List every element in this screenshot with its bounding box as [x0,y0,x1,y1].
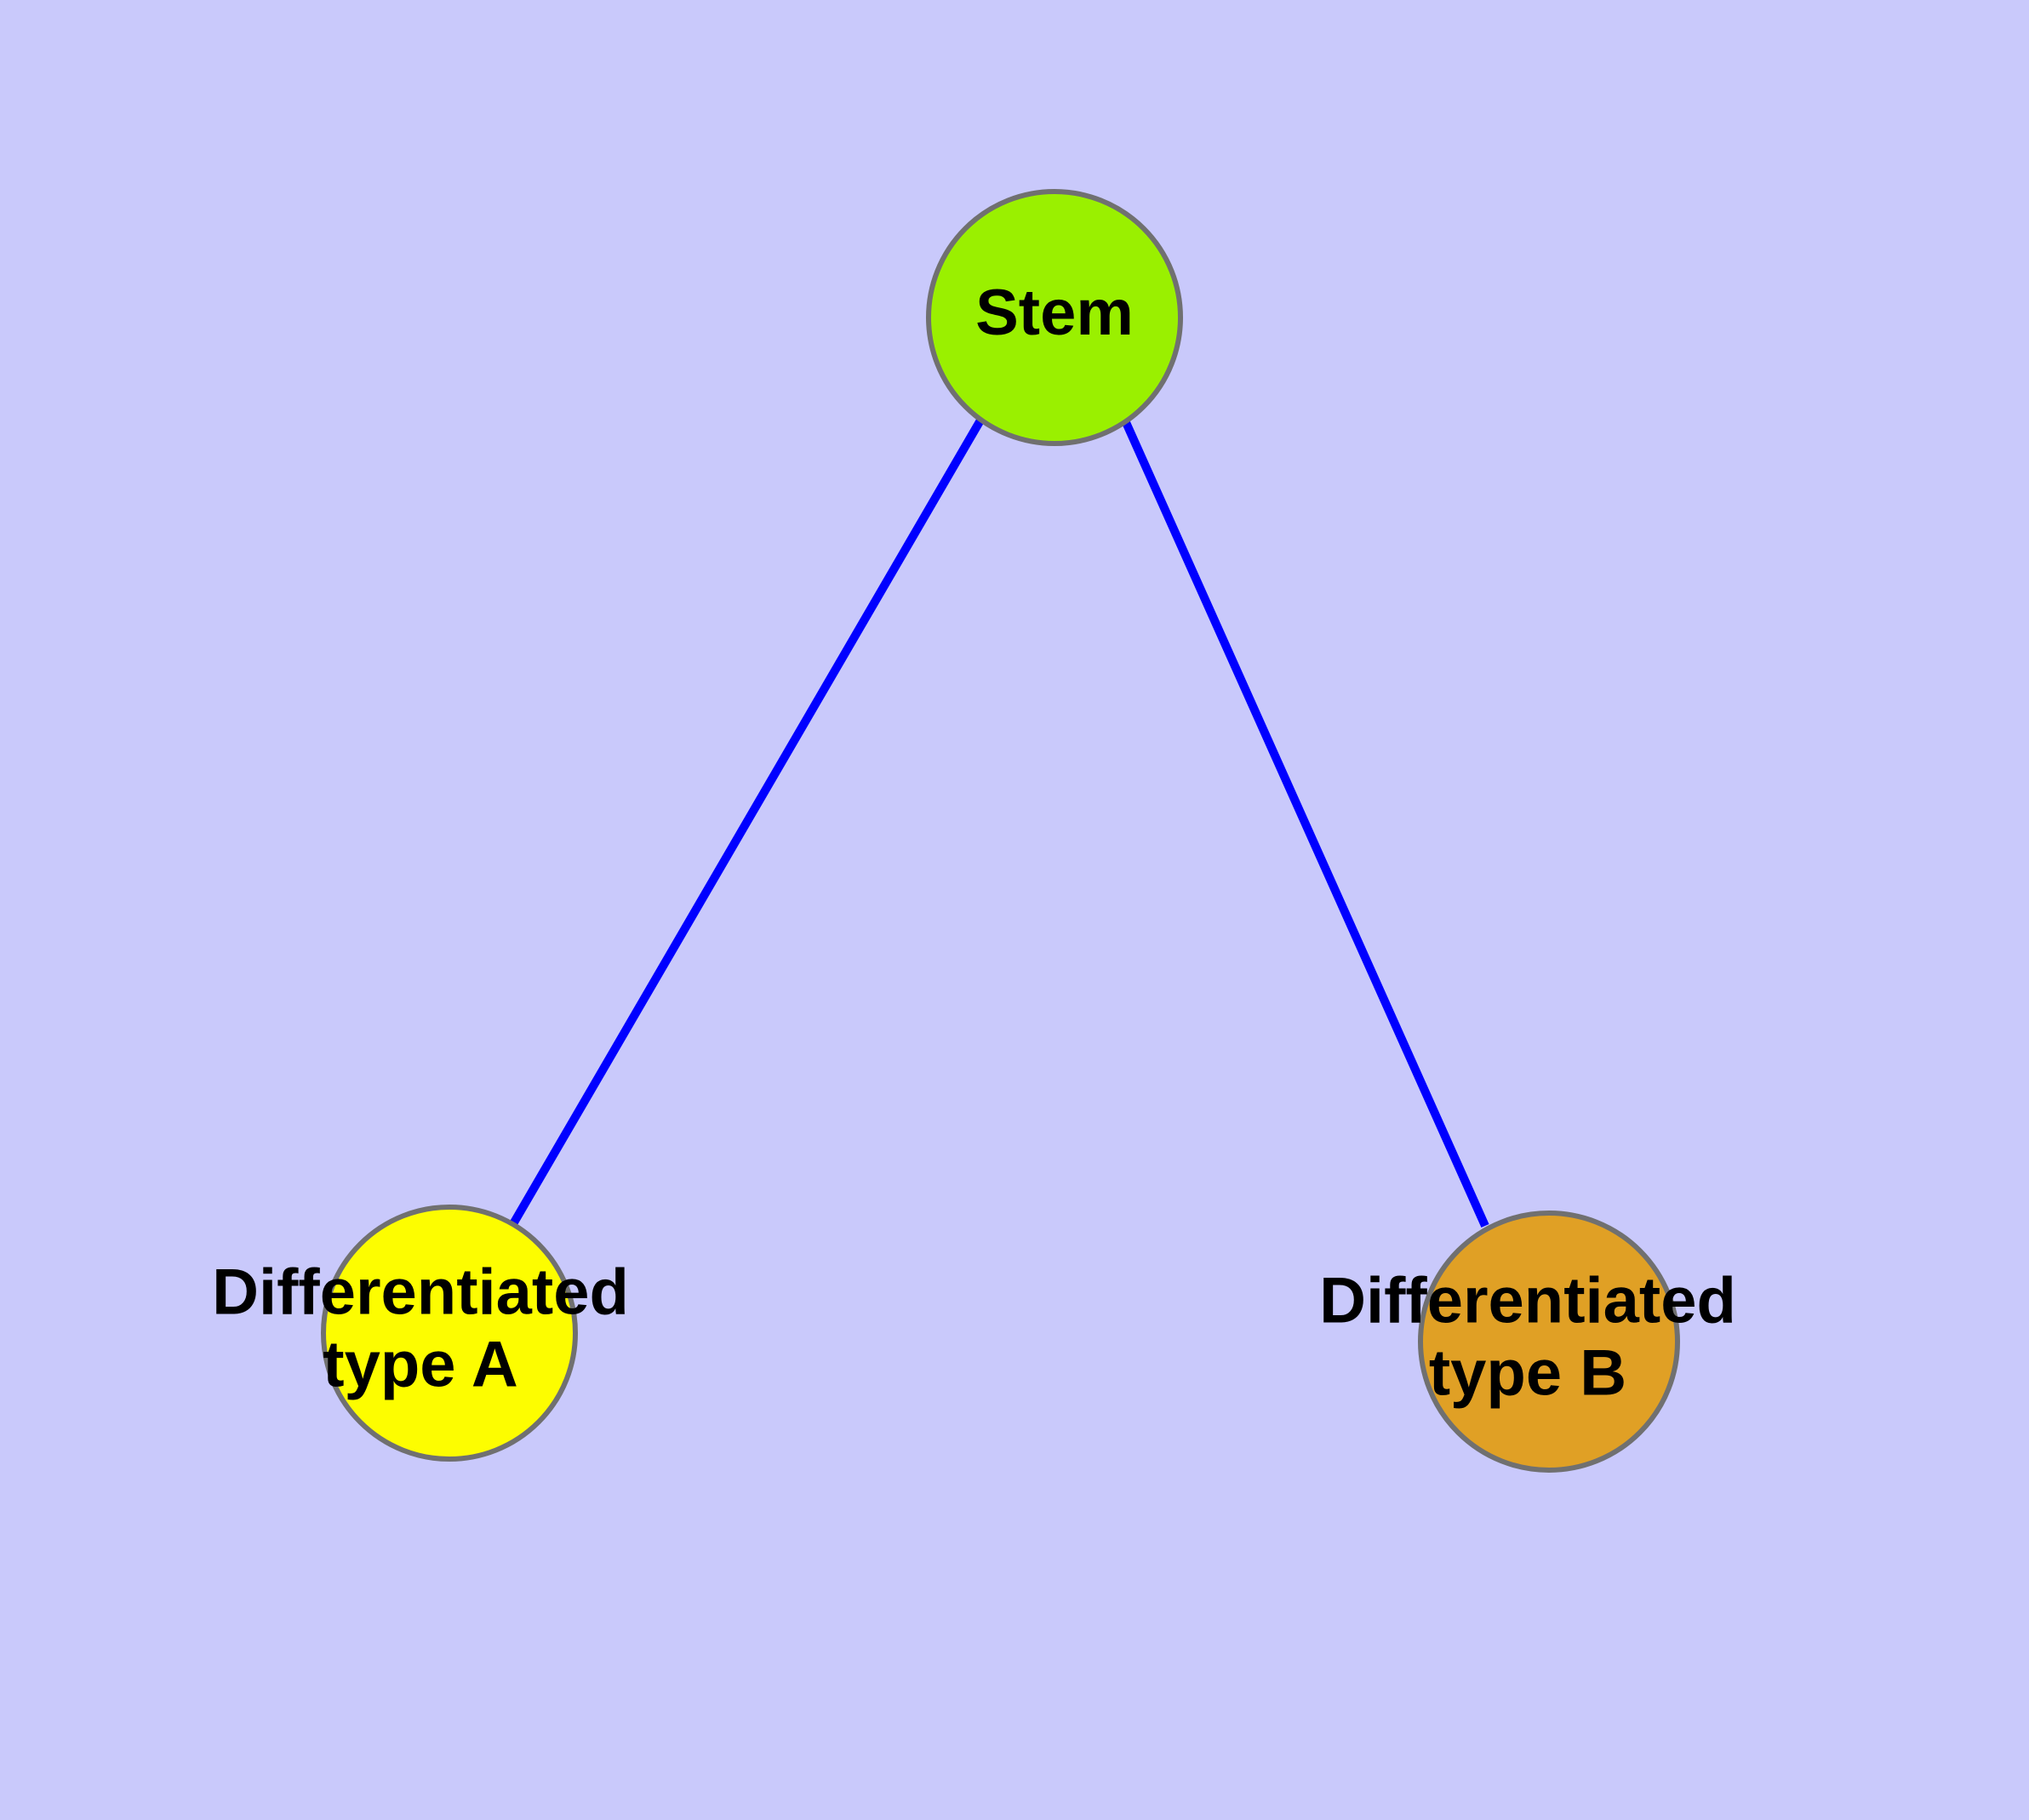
node-diff-a[interactable] [321,1205,578,1462]
node-label-line: type A [323,1329,517,1401]
node-label-line: Differentiated [212,1256,629,1329]
edge-stem-to-diff-b[interactable] [1121,418,1489,1228]
edges-group [510,416,1489,1228]
node-stem[interactable] [926,189,1183,446]
node-label-line: type B [1429,1337,1626,1410]
node-label-line: Stem [975,277,1134,349]
node-diff-b[interactable] [1418,1210,1680,1473]
node-label-line: Differentiated [1319,1265,1736,1337]
edge-stem-to-diff-a[interactable] [510,416,986,1225]
node-label-stem: Stem [975,277,1134,349]
nodes-group [321,189,1680,1473]
